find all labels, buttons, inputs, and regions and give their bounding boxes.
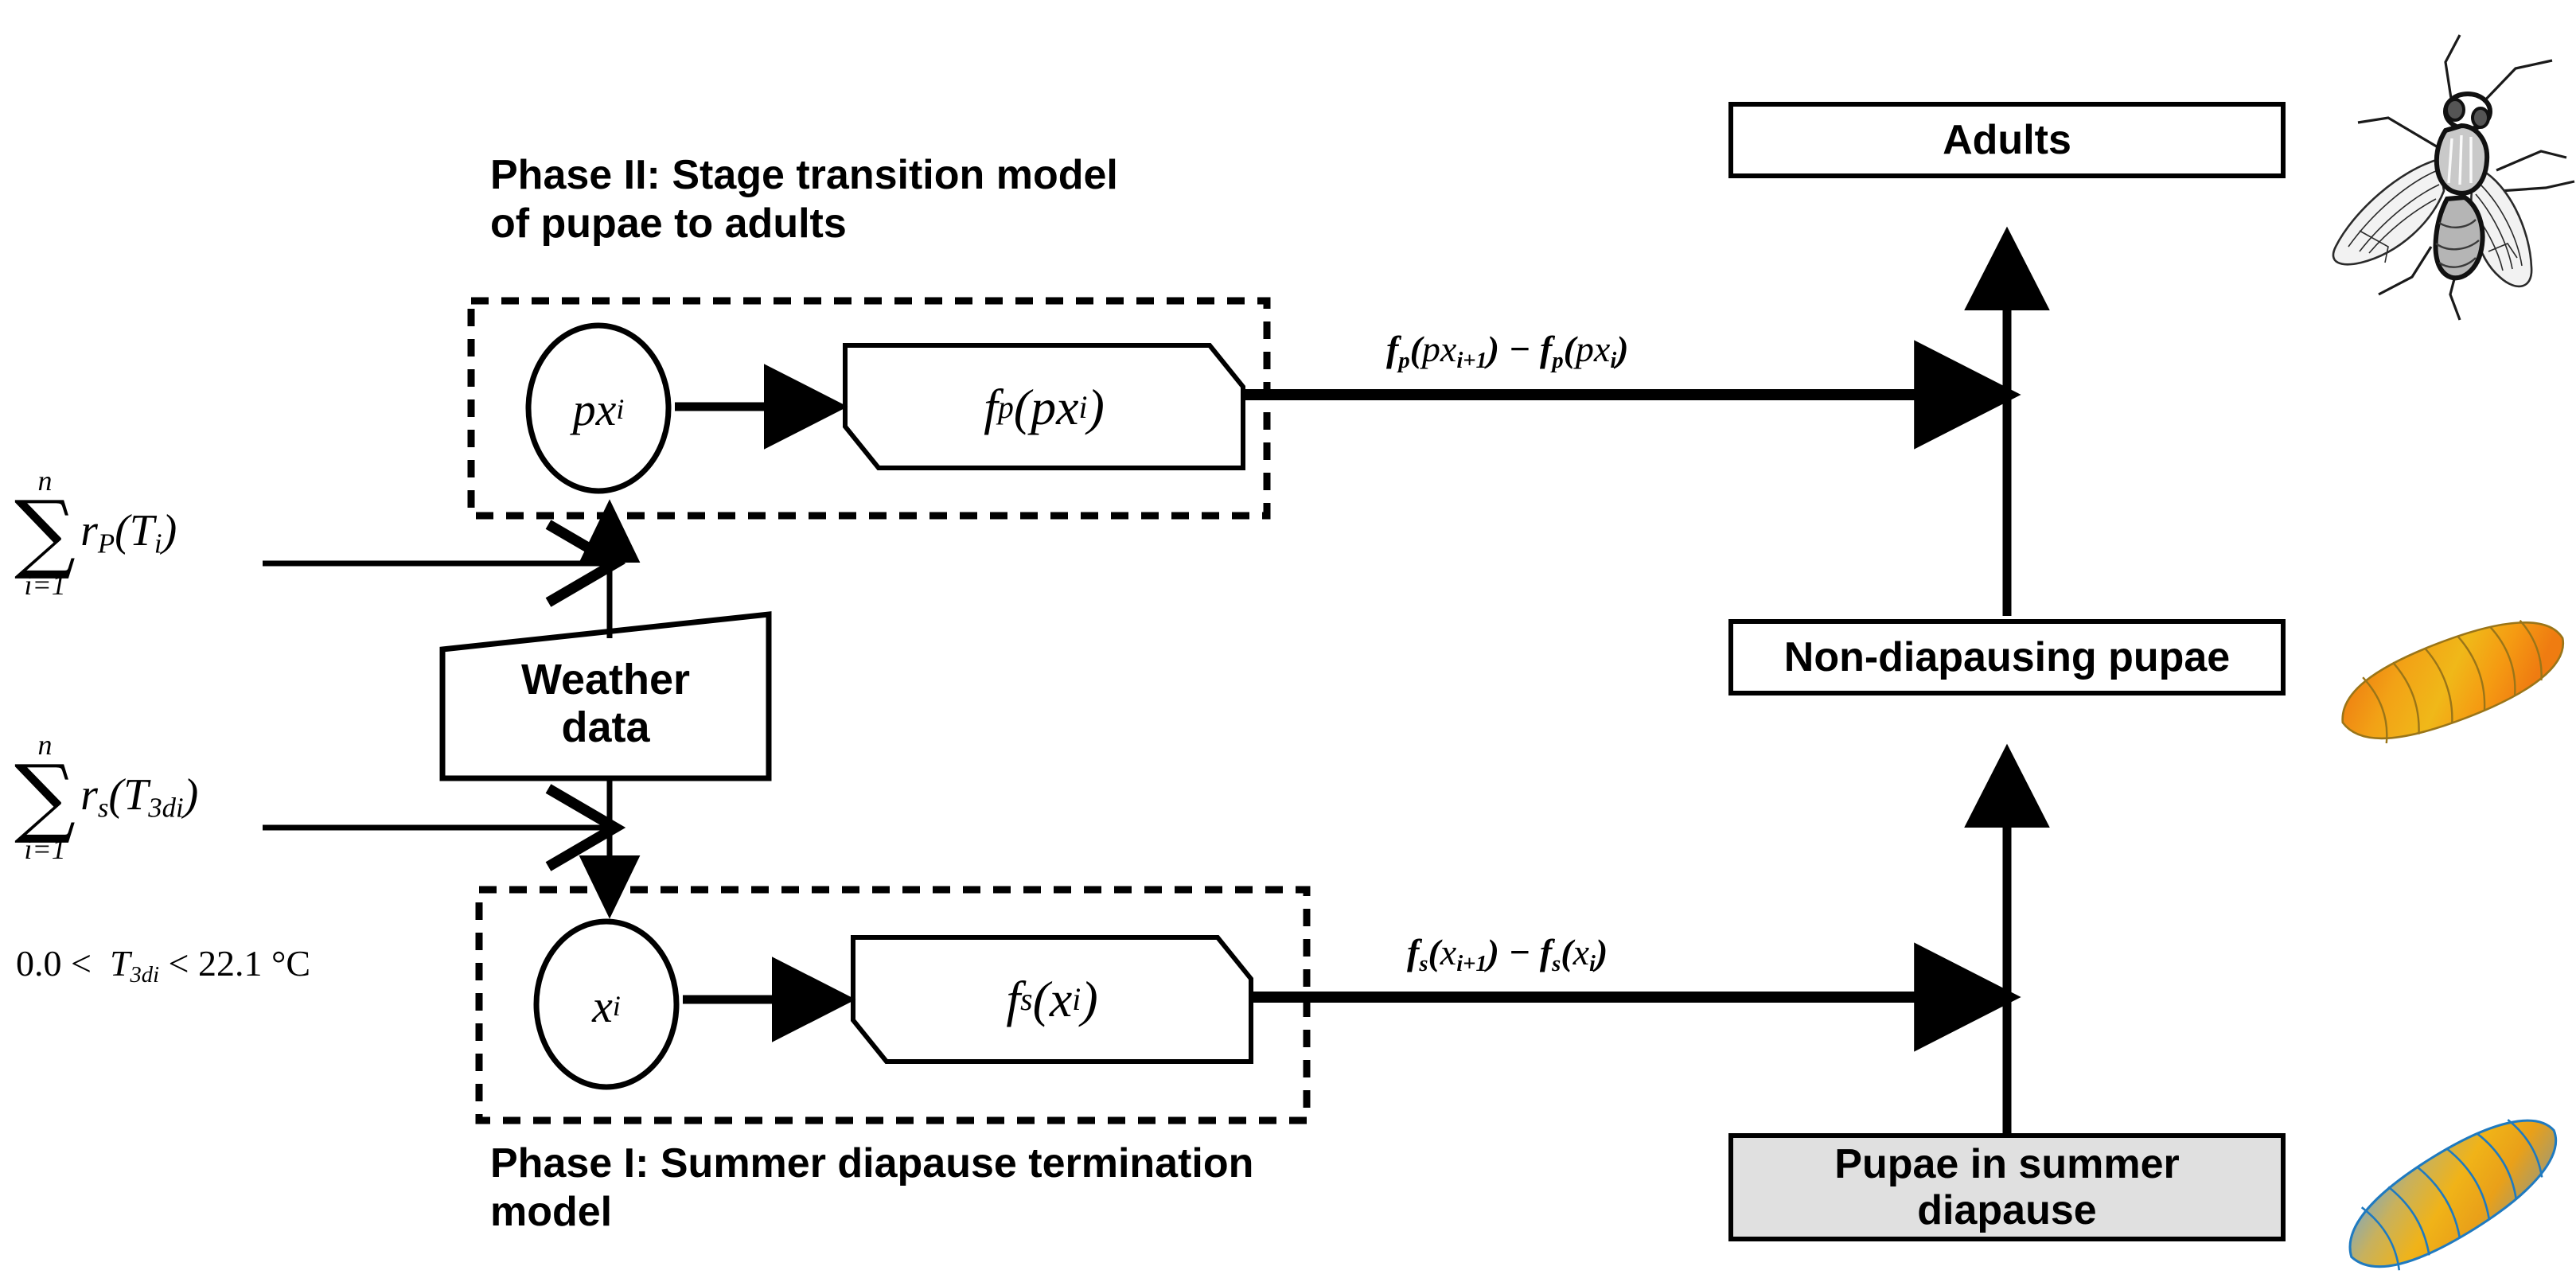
edge-top-px2: px — [1575, 329, 1611, 369]
summation-s-upper: n — [37, 729, 53, 761]
function-s-arg: (x — [1032, 971, 1073, 1027]
sigma-glyph: ∑ — [14, 483, 76, 583]
node-x-subscript: i — [612, 990, 621, 1022]
temp-var: T — [109, 943, 131, 984]
edge-top-f1: f — [1386, 329, 1399, 369]
edge-bot-x1: x — [1440, 932, 1457, 972]
fly-illustration — [2332, 34, 2575, 321]
function-p-sub: p — [997, 390, 1014, 425]
blue-orange-pupa-illustration — [2348, 1119, 2558, 1271]
function-p-arg: (px — [1013, 379, 1079, 435]
function-p-arg-sub: i — [1078, 390, 1088, 425]
edge-top-sub1: p — [1398, 348, 1410, 373]
node-x-text: x — [592, 980, 613, 1032]
phase1-title: Phase I: Summer diapause termination mod… — [490, 1140, 1413, 1237]
summation-p: n ∑ i=1 rP(Ti) — [14, 466, 177, 599]
summation-p-arg: (T — [115, 506, 154, 556]
edge-bot-x2: x — [1572, 932, 1590, 972]
weather-data-line1: Weather — [520, 655, 691, 703]
summation-p-body: rP(Ti) — [80, 505, 177, 560]
function-s-sub: s — [1020, 982, 1033, 1017]
edge-top-f2: f — [1539, 329, 1553, 369]
summation-p-lower: i=1 — [24, 569, 66, 602]
summation-p-r-sub: P — [97, 528, 115, 559]
stage-box-non-diapausing-label: Non-diapausing pupae — [1783, 633, 2231, 680]
phase2-title: Phase II: Stage transition model of pupa… — [490, 151, 1302, 249]
node-px-subscript: i — [616, 393, 625, 425]
edge-top-idx2: i — [1610, 348, 1617, 373]
summation-s: n ∑ i=1 rs(T3di) — [14, 731, 198, 863]
phase2-title-line2: of pupae to adults — [490, 201, 847, 247]
summation-p-upper: n — [37, 465, 53, 497]
summation-s-close: ) — [183, 770, 199, 820]
stage-box-diapause-line2: diapause — [1917, 1187, 2097, 1233]
edge-top-idx1: i+1 — [1456, 348, 1487, 373]
summation-p-close: ) — [162, 506, 177, 556]
sigma-glyph: ∑ — [14, 747, 76, 847]
phase1-title-line2: model — [490, 1189, 613, 1236]
summation-s-arg: (T — [108, 770, 149, 820]
stage-box-non-diapausing-pupae[interactable]: Non-diapausing pupae — [1728, 619, 2286, 695]
edge-top-px1: px — [1421, 329, 1457, 369]
summation-s-r: r — [80, 770, 98, 820]
function-s-arg-sub: i — [1072, 982, 1081, 1017]
edge-bot-idx1: i+1 — [1456, 951, 1487, 976]
summation-p-sigma: n ∑ i=1 — [14, 466, 76, 599]
summation-s-r-sub: s — [97, 792, 109, 824]
stage-box-adults[interactable]: Adults — [1728, 102, 2286, 178]
function-p-close: ) — [1087, 379, 1105, 435]
temp-low: 0.0 — [16, 943, 62, 984]
weather-data-line2: data — [561, 703, 650, 751]
function-p-f: f — [984, 379, 998, 435]
summation-p-arg-sub: i — [154, 528, 162, 559]
temperature-condition: 0.0 < T3di < 22.1 °C — [16, 943, 311, 988]
stage-box-adults-label: Adults — [1943, 116, 2071, 163]
orange-pupa-illustration — [2341, 619, 2565, 744]
summation-s-lower: i=1 — [24, 833, 66, 866]
summation-s-sigma: n ∑ i=1 — [14, 731, 76, 863]
function-s-f: f — [1006, 971, 1021, 1027]
edge-label-top: fp(pxi+1) − fp(pxi) — [1386, 329, 1629, 373]
edge-bot-f1: f — [1407, 932, 1420, 972]
edge-bot-sub1: s — [1419, 951, 1428, 976]
temp-high: 22.1 — [197, 943, 263, 984]
summation-p-r: r — [80, 506, 98, 556]
edge-label-bottom: fs(xi+1) − fs(xi) — [1407, 932, 1608, 976]
weather-data-label: Weather data — [442, 629, 769, 778]
node-px-text: px — [572, 383, 617, 435]
function-s-close: ) — [1081, 971, 1098, 1027]
edge-bot-f2: f — [1539, 932, 1553, 972]
temp-unit: °C — [271, 943, 311, 984]
phase1-title-line1: Phase I: Summer diapause termination — [490, 1140, 1254, 1186]
edge-bot-idx2: i — [1589, 951, 1596, 976]
edge-bot-sub2: s — [1552, 951, 1561, 976]
stage-box-pupae-in-summer-diapause[interactable]: Pupae in summer diapause — [1728, 1133, 2286, 1241]
summation-s-arg-sub: 3di — [148, 792, 184, 824]
phase2-title-line1: Phase II: Stage transition model — [490, 152, 1118, 198]
edge-top-sub2: p — [1552, 348, 1564, 373]
stage-box-diapause-line1: Pupae in summer — [1834, 1140, 2180, 1187]
summation-s-body: rs(T3di) — [80, 770, 198, 824]
temp-var-sub: 3di — [130, 962, 159, 988]
